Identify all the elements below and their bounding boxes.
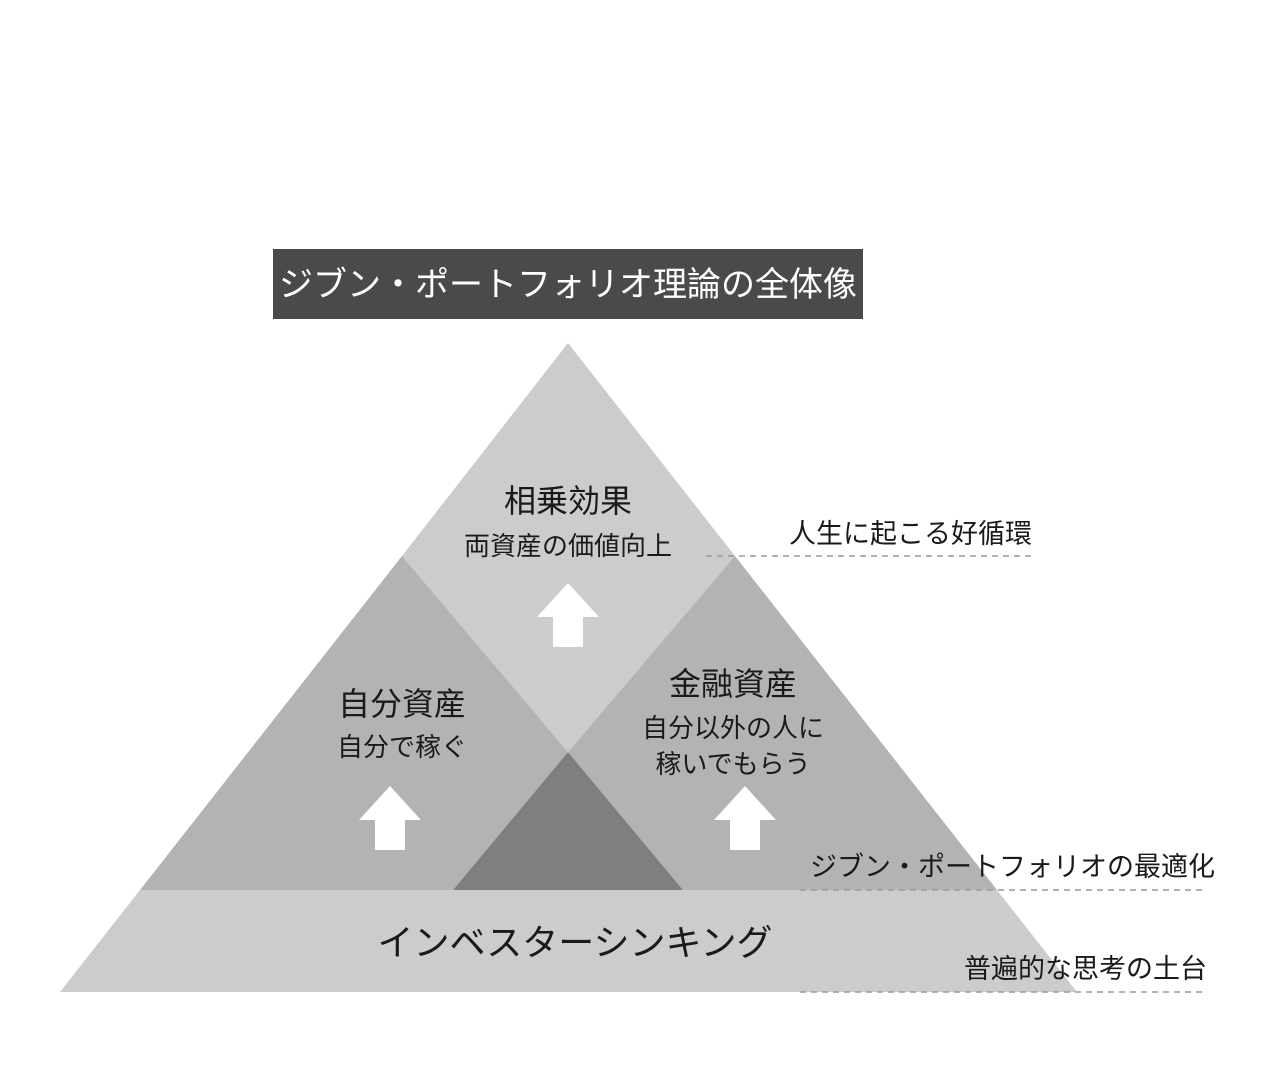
base-section-heading: インベスターシンキング bbox=[378, 923, 773, 964]
up-arrow-right bbox=[714, 786, 776, 850]
top-triangle-synergy bbox=[402, 343, 735, 752]
up-arrow-top bbox=[537, 583, 599, 647]
title-box bbox=[273, 249, 863, 319]
side-label-middle: ジブン・ポートフォリオの最適化 bbox=[810, 852, 1215, 883]
side-label-bottom: 普遍的な思考の土台 bbox=[964, 954, 1207, 985]
left-triangle-self-assets bbox=[140, 556, 568, 890]
title-text: ジブン・ポートフォリオ理論の全体像 bbox=[279, 265, 857, 305]
right-section-heading: 金融資産 bbox=[669, 665, 797, 703]
center-triangle-overlap bbox=[453, 752, 683, 890]
left-section-subtitle: 自分で稼ぐ bbox=[337, 733, 467, 763]
left-section-heading: 自分資産 bbox=[338, 685, 466, 723]
right-section-subtitle-line1: 自分以外の人に bbox=[642, 714, 824, 744]
up-arrow-left bbox=[359, 786, 421, 850]
top-section-heading: 相乗効果 bbox=[504, 482, 632, 520]
right-section-subtitle-line2: 稼いでもらう bbox=[655, 750, 810, 780]
right-triangle-financial-assets bbox=[568, 556, 997, 890]
side-label-top: 人生に起こる好循環 bbox=[789, 519, 1032, 550]
base-band-investor-thinking bbox=[60, 890, 1077, 992]
top-section-subtitle: 両資産の価値向上 bbox=[464, 532, 672, 562]
